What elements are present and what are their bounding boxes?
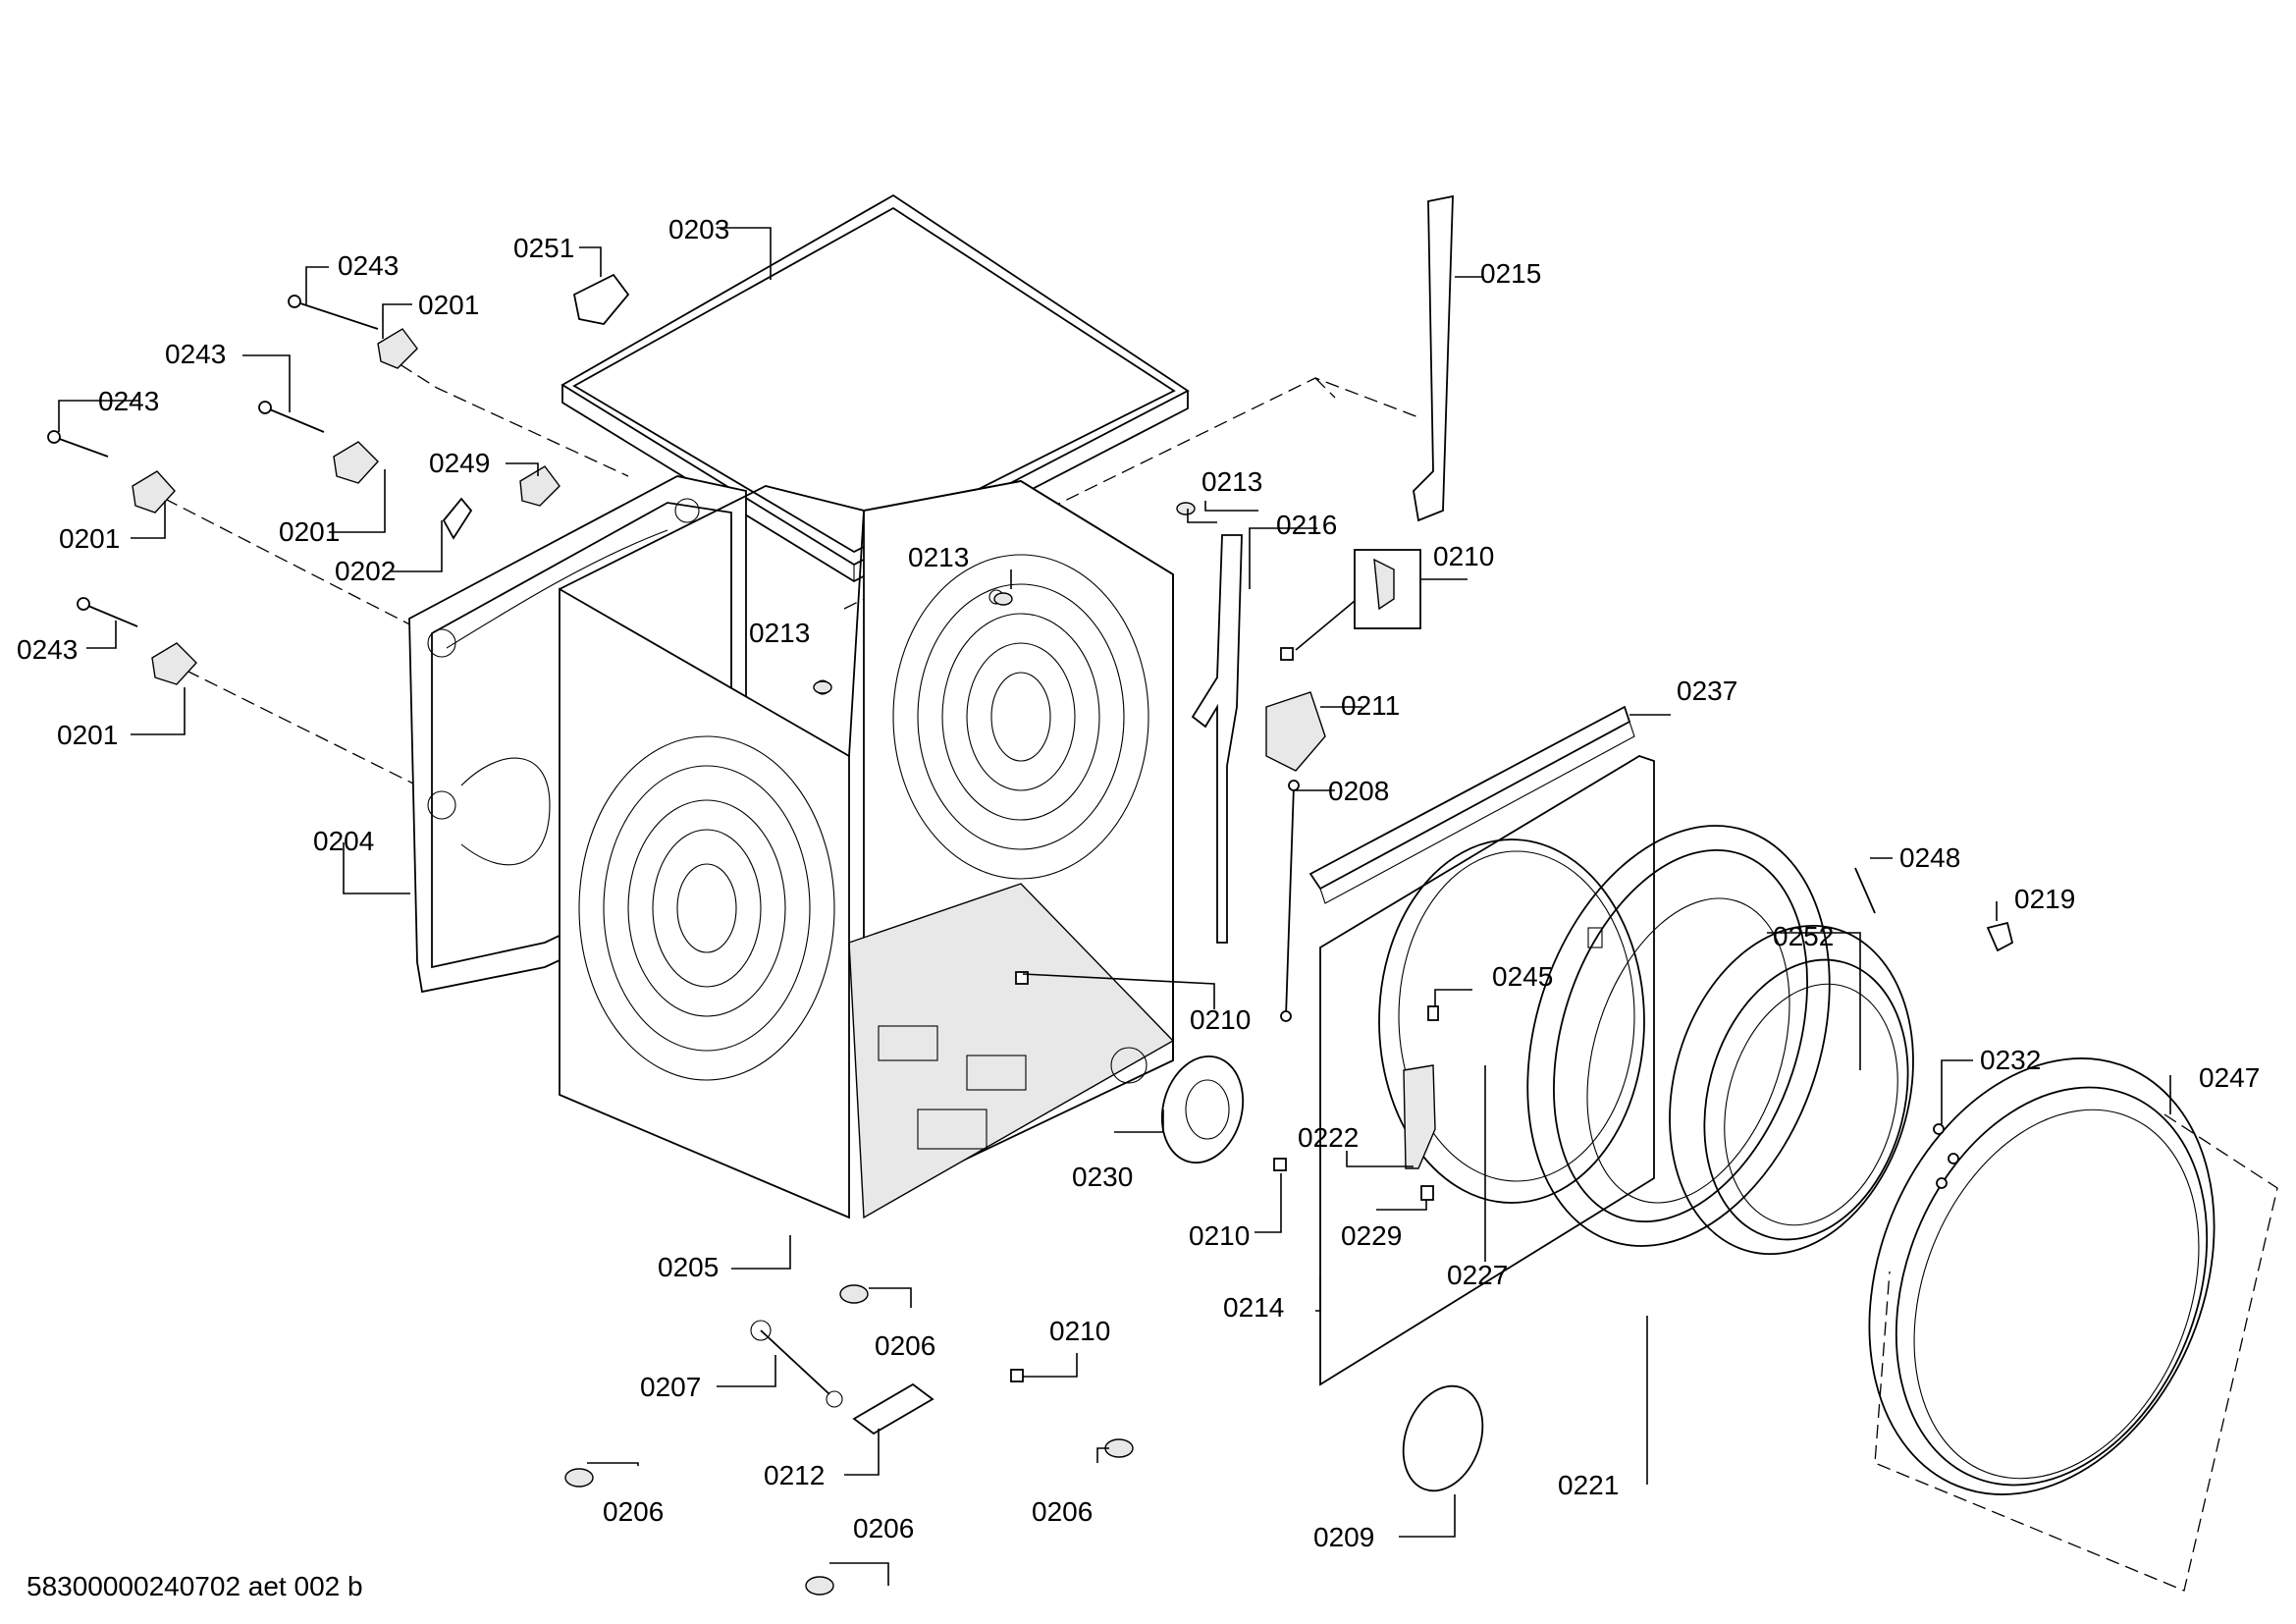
part-label: 0206	[603, 1496, 664, 1527]
part-label: 0210	[1190, 1004, 1251, 1035]
part-label: 0201	[59, 523, 120, 554]
part-label: 0204	[313, 826, 374, 856]
part-label: 0221	[1558, 1470, 1619, 1500]
part-label: 0252	[1773, 921, 1834, 951]
door-ring-part	[1868, 1057, 2216, 1495]
part-label: 0206	[875, 1330, 935, 1361]
part-label: 0210	[1189, 1220, 1250, 1251]
part-label: 0243	[338, 250, 399, 281]
part-label: 0202	[335, 556, 396, 586]
part-label: 0243	[98, 386, 159, 416]
inner-door-frame-part	[1669, 924, 1914, 1256]
part-label: 0213	[749, 618, 810, 648]
part-label: 0201	[57, 720, 118, 750]
part-label: 0216	[1276, 510, 1337, 540]
part-label: 0210	[1049, 1316, 1110, 1346]
part-labels: 0203 0251 0243 0201 0243 0243 0249 0201 …	[17, 214, 2260, 1552]
part-label: 0227	[1447, 1260, 1508, 1290]
part-label: 0229	[1341, 1220, 1402, 1251]
part-label: 0209	[1313, 1522, 1374, 1552]
part-label: 0208	[1328, 776, 1389, 806]
part-label: 0207	[640, 1372, 701, 1402]
part-label: 0212	[764, 1460, 825, 1490]
part-label: 0251	[513, 233, 574, 263]
part-label: 0201	[418, 290, 479, 320]
cross-bar-part	[1308, 705, 1635, 904]
part-label: 0243	[165, 339, 226, 369]
document-code: 58300000240702 aet 002 b	[27, 1571, 363, 1601]
part-label: 0215	[1480, 258, 1541, 289]
cabinet-part	[559, 480, 1175, 1219]
top-panel-part	[561, 193, 1190, 583]
part-label: 0213	[1201, 466, 1262, 497]
part-label: 0205	[658, 1252, 719, 1282]
part-label: 0211	[1341, 690, 1400, 721]
part-label: 0210	[1433, 541, 1494, 571]
part-label: 0243	[17, 634, 78, 665]
part-label: 0206	[1032, 1496, 1093, 1527]
part-label: 0214	[1223, 1292, 1284, 1323]
part-label: 0219	[2014, 884, 2075, 914]
part-label: 0232	[1980, 1045, 2041, 1075]
part-label: 0248	[1899, 842, 1960, 873]
part-label: 0249	[429, 448, 490, 478]
part-label: 0237	[1677, 676, 1737, 706]
front-panel-part	[1319, 755, 1655, 1386]
part-label: 0203	[668, 214, 729, 244]
part-label: 0245	[1492, 961, 1553, 992]
part-label: 0230	[1072, 1162, 1133, 1192]
part-label: 0247	[2199, 1062, 2260, 1093]
leader-lines	[58, 227, 2171, 1586]
door-seal-part	[1526, 825, 1831, 1247]
part-label: 0213	[908, 542, 969, 572]
part-label: 0206	[853, 1513, 914, 1543]
part-label: 0222	[1298, 1122, 1359, 1153]
small-parts	[47, 194, 2014, 1596]
part-label: 0201	[279, 516, 340, 547]
